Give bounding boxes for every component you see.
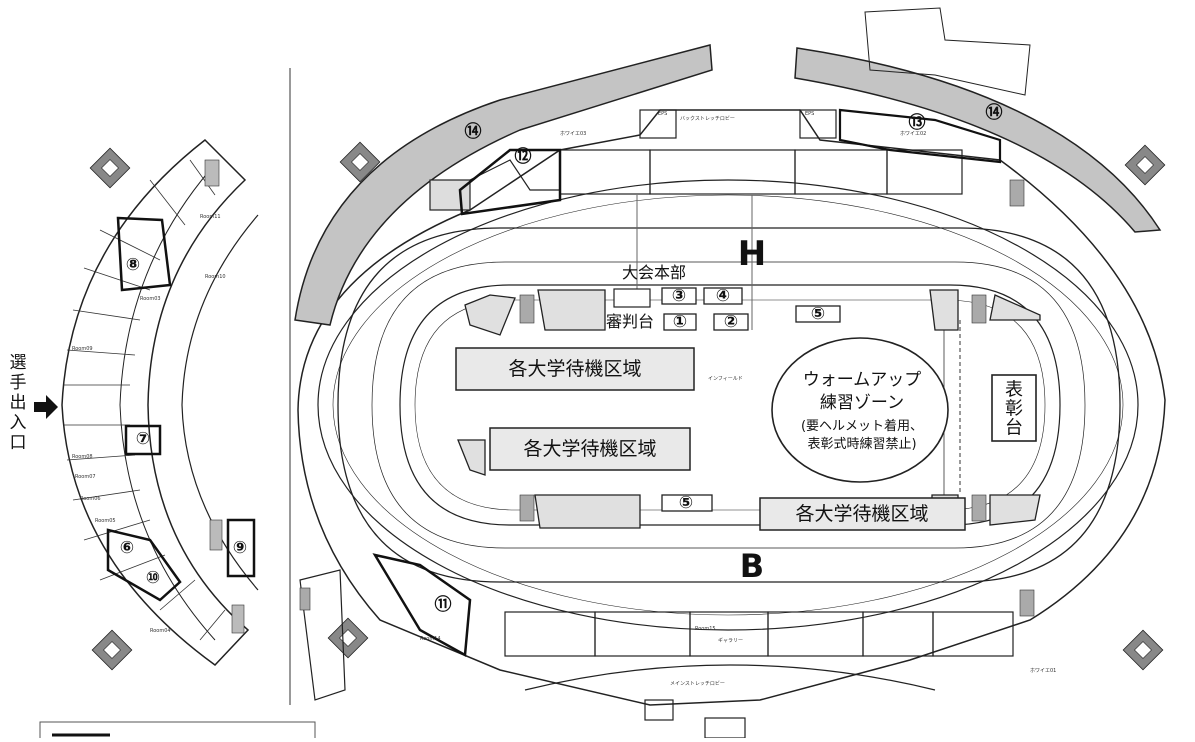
room-12-outline: [458, 148, 562, 216]
waiting-zone-middle: [489, 427, 691, 471]
room-label-left7: Room03: [140, 296, 161, 302]
back-straight-letter: B: [740, 547, 764, 585]
entrance-char-3: 出: [10, 393, 27, 413]
legend-box: [39, 721, 316, 742]
warmup-zone: [771, 337, 949, 483]
stand-band-left: [294, 44, 713, 326]
foyer-label-2: ホワイエ02: [900, 131, 926, 137]
room-label-left6: Room04: [150, 628, 171, 634]
room-label-left3: Room07: [75, 474, 96, 480]
stand-band-right: [794, 47, 1162, 233]
marker-2: ②: [724, 312, 738, 332]
room-label-bottom2: Room15: [695, 626, 716, 632]
podium-box: [991, 374, 1037, 442]
judges-label: 審判台: [606, 312, 654, 331]
infield-corner-stands: [457, 289, 1041, 529]
waiting-zone-middle-label: 各大学待機区域: [523, 438, 656, 460]
annex-stairs: [204, 159, 245, 634]
marker-5-top: ⑤: [811, 304, 825, 324]
entrance-char-2: 手: [10, 373, 27, 393]
right-arrow-icon: [34, 395, 58, 419]
marker-12: ⑫: [515, 146, 532, 167]
room-label-top2: Room10: [205, 274, 226, 280]
eps-label-2: EPS: [805, 111, 814, 117]
building-outline: [297, 109, 1166, 706]
marker-14-left: ⑭: [465, 121, 482, 142]
marker-10: ⑩: [146, 568, 160, 588]
marker-4: ④: [716, 286, 730, 306]
marker-11: ⑪: [435, 594, 452, 615]
entrance-char-4: 入: [10, 413, 27, 433]
room-13-outline: [838, 108, 1002, 164]
annex-inner-wall: [119, 169, 216, 641]
room-label-left4: Room06: [80, 496, 101, 502]
room-label-top1: Room11: [200, 214, 221, 220]
podium-char-3: 台: [1005, 418, 1023, 439]
home-straight-letter: H: [738, 234, 766, 274]
gallery-label: ギャラリー: [718, 638, 743, 644]
entrance-char-5: 口: [10, 433, 27, 453]
main-lobby-label: メインストレッチロビー: [670, 680, 725, 687]
annex-partitions: [64, 159, 226, 641]
infield-label: インフィールド: [708, 376, 743, 382]
room-11-outline: [372, 553, 472, 658]
top-rooms: [429, 109, 963, 211]
back-lobby-label: バックストレッチロビー: [680, 115, 735, 122]
eps-label-1: EPS: [658, 111, 667, 117]
bottom-rooms: [504, 611, 1014, 739]
annex-outer-wall: [61, 139, 250, 666]
room-label-left2: Room08: [72, 454, 93, 460]
marker-6: ⑥: [120, 538, 134, 558]
marker-5-bottom: ⑤: [679, 493, 693, 513]
waiting-zone-bottom-label: 各大学待機区域: [795, 503, 928, 525]
room-6-10-outline: [106, 528, 182, 602]
corner-stairs: [299, 179, 1035, 617]
waiting-zone-top: [455, 347, 695, 391]
left-annex: Room11 Room10 Room09 Room08 Room07 Room0…: [61, 139, 259, 666]
entrance-label: 選 手 出 入 口: [10, 353, 27, 453]
warmup-label-1: ウォームアップ: [803, 370, 922, 390]
room-label-bottom1: Room14: [420, 636, 441, 642]
bottom-left-wedge: [299, 569, 346, 701]
marker-14-right: ⑭: [986, 102, 1003, 123]
marker-1: ①: [673, 312, 687, 332]
room-label-left5: Room05: [95, 518, 116, 524]
marker-13: ⑬: [909, 112, 926, 133]
marker-9: ⑨: [233, 538, 247, 558]
room-9-outline: [226, 518, 256, 578]
hq-label: 大会本部: [622, 263, 686, 282]
foyer-label-1: ホワイエ01: [1030, 668, 1056, 674]
waiting-zone-bottom: [759, 497, 966, 531]
warmup-label-3: (要ヘルメット着用、: [801, 418, 923, 434]
concourse-ring: [317, 179, 1139, 631]
room-8-outline: [116, 216, 172, 292]
warmup-label-2: 練習ゾーン: [820, 393, 904, 413]
room-7-outline: [124, 424, 162, 456]
judges-stand-box: [613, 288, 651, 308]
foyer-label-3: ホワイエ03: [560, 131, 586, 137]
desk-boxes: [661, 287, 841, 512]
marker-7: ⑦: [136, 429, 150, 449]
marker-8: ⑧: [126, 255, 140, 275]
track-outer-edge: [337, 227, 1121, 583]
podium-char-1: 表: [1005, 380, 1023, 401]
room-label-left1: Room09: [72, 346, 93, 352]
warmup-label-4: 表彰式時練習禁止): [807, 436, 916, 452]
top-right-annex: [864, 7, 1031, 96]
concourse-ring-inner: [332, 194, 1124, 616]
podium-char-2: 彰: [1005, 399, 1023, 420]
waiting-zone-top-label: 各大学待機区域: [508, 358, 641, 380]
main-stadium: EPS EPS ホワイエ03 ホワイエ02 ホワイエ01 バックストレッチロビー…: [294, 7, 1166, 739]
entrance-char-1: 選: [10, 353, 27, 373]
track-lane-line: [371, 261, 1086, 549]
markers: ③ ④ ① ② ⑤ ⑤ ⑥ ⑦ ⑧ ⑨ ⑩ ⑪ ⑫ ⑬ ⑭ ⑭: [120, 102, 1003, 615]
marker-3: ③: [672, 286, 686, 306]
hatched-blocks: [89, 141, 1166, 671]
